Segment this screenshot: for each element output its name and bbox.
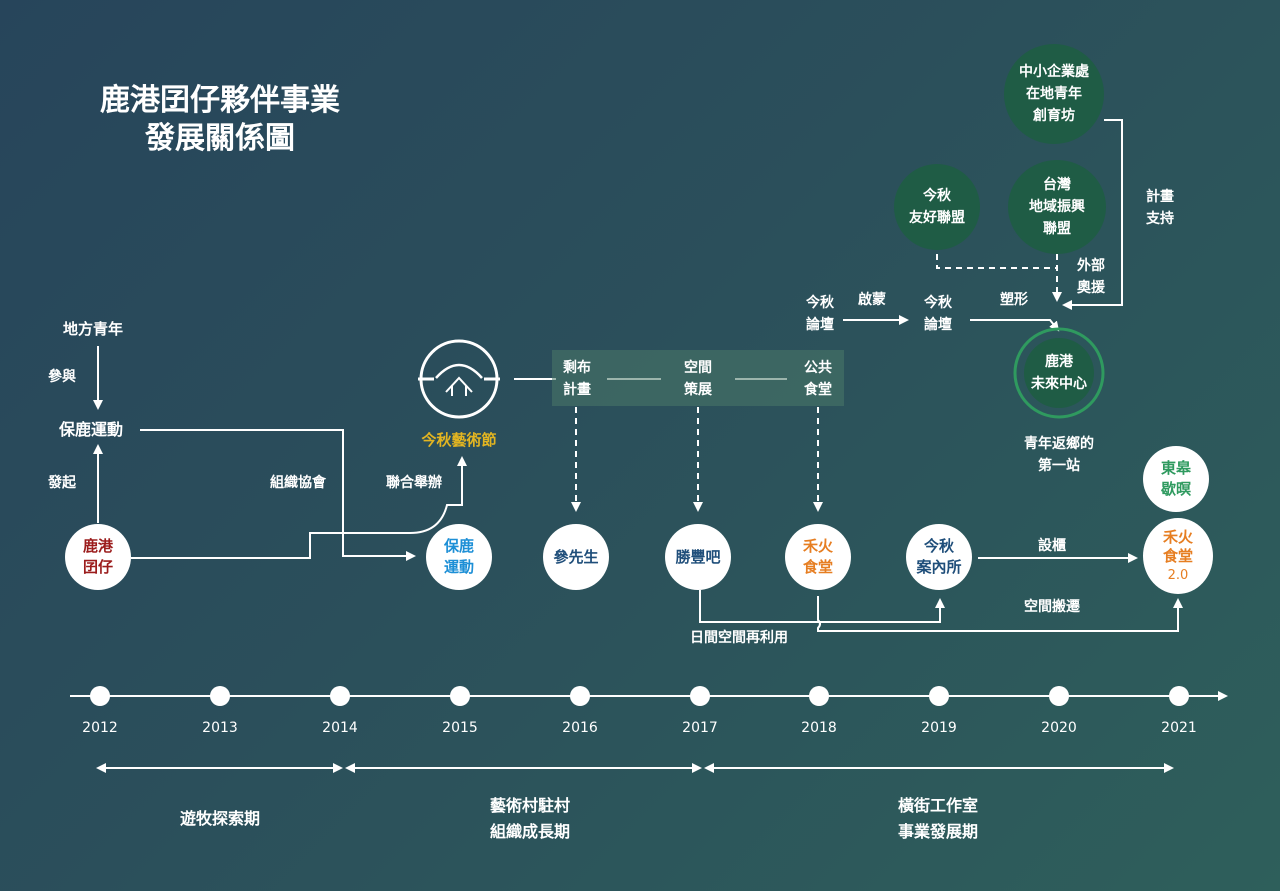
node-sme-office: 中小企業處在地青年創育坊 [1004,44,1104,144]
reuse-arrow [699,590,945,623]
year-label-2016: 2016 [562,720,598,736]
node-future-center: 鹿港未來中心 [1024,338,1094,408]
alliance-dash [936,254,1057,269]
year-label-2013: 2013 [202,720,238,736]
year-dot-2013 [210,686,230,706]
local-youth-label: 地方青年 [63,320,124,338]
year-dot-2012 [90,686,110,706]
relocate-arrow [817,596,1183,632]
co-host-arrow [131,456,467,559]
first-stop-label: 青年返鄉的第一站 [1024,436,1094,474]
phase-business: 橫街工作室事業發展期 [897,796,978,841]
plan-support-label: 計畫支持 [1146,189,1174,227]
plans-box [552,350,844,406]
year-dot-2014 [330,686,350,706]
year-label-2021: 2021 [1161,720,1197,736]
page-title: 鹿港囝仔夥伴事業 發展關係圖 [100,83,340,156]
year-dot-2020 [1049,686,1069,706]
plan-scrap-cloth: 剩布計畫 [563,360,591,398]
year-label-2012: 2012 [82,720,118,736]
co-host-label: 聯合舉辦 [386,475,442,491]
node-donggao: 東皋歇暝 [1143,446,1209,512]
shape-label: 塑形 [1000,292,1028,308]
year-label-2015: 2015 [442,720,478,736]
shape-arrow [970,319,1060,332]
festival-label: 今秋藝術節 [421,431,497,449]
year-dot-2018 [809,686,829,706]
year-dot-2016 [570,686,590,706]
jinqiu-logo-icon [418,339,500,419]
enlighten-label: 啟蒙 [858,292,886,308]
year-label-2017: 2017 [682,720,718,736]
plan-support-arrow [1062,119,1123,310]
relocate-label: 空間搬遷 [1024,599,1080,615]
timeline-dots [90,686,1189,706]
plan-public-canteen: 公共食堂 [804,360,832,398]
phase-nomadic: 遊牧探索期 [179,809,260,828]
set-counter-label: 設櫃 [1038,538,1066,554]
year-dot-2017 [690,686,710,706]
node-luhang-kids: 鹿港囝仔 [65,524,131,590]
node-taiwan-alliance: 台灣地域振興聯盟 [1008,160,1106,254]
form-assoc-label: 組織協會 [270,475,326,491]
node-jinqiu-info: 今秋案內所 [906,524,972,590]
node-sanxiansheng: 參先生 [543,524,609,590]
plan-space-curation: 空間策展 [684,360,712,398]
outside-support-label: 外部奧援 [1077,258,1105,296]
form-assoc-arrow [140,429,416,561]
initiate-label: 發起 [48,475,76,491]
year-dot-2021 [1169,686,1189,706]
forum2-label: 今秋論壇 [924,295,952,333]
node-hehuo-canteen: 禾火食堂 [785,524,851,590]
year-dot-2015 [450,686,470,706]
year-label-2018: 2018 [801,720,837,736]
year-label-2014: 2014 [322,720,358,736]
year-label-2020: 2020 [1041,720,1077,736]
node-jinqiu-alliance: 今秋友好聯盟 [894,164,980,250]
baolu-label: 保鹿運動 [59,420,124,439]
participate-label: 參與 [48,369,76,385]
reuse-label: 日間空間再利用 [690,630,788,646]
future-center-ring [1013,327,1105,419]
year-dot-2019 [929,686,949,706]
year-label-2019: 2019 [921,720,957,736]
forum1-label: 今秋論壇 [806,295,834,333]
node-shengfengba: 勝豐吧 [665,524,731,590]
node-baolu-movement: 保鹿運動 [426,524,492,590]
phase-art-village: 藝術村駐村組織成長期 [489,796,570,841]
